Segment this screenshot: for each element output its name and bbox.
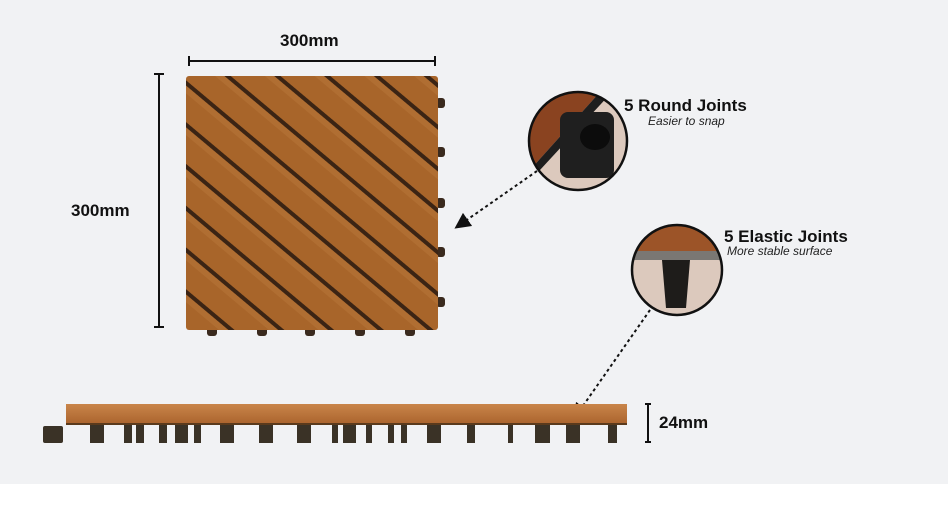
tile-top-view <box>186 76 438 330</box>
elastic-joint-arrow <box>573 309 651 420</box>
round-joints-subtitle: Easier to snap <box>648 114 725 128</box>
width-label: 300mm <box>280 31 339 50</box>
elastic-joint-closeup <box>630 223 724 317</box>
elastic-joints-title: 5 Elastic Joints <box>724 227 848 246</box>
height-label: 24mm <box>659 413 709 432</box>
dimension-lines <box>154 56 651 443</box>
round-joint-closeup <box>527 90 629 192</box>
elastic-joints-subtitle: More stable surface <box>727 244 833 258</box>
tile-illustration <box>43 56 724 443</box>
round-joints-title: 5 Round Joints <box>624 96 747 115</box>
product-diagram: 300mm 300mm 24mm 5 Round Joints Easier t… <box>0 0 948 484</box>
tile-side-view <box>43 404 627 443</box>
length-label: 300mm <box>71 201 130 220</box>
round-joint-arrow <box>454 170 538 229</box>
